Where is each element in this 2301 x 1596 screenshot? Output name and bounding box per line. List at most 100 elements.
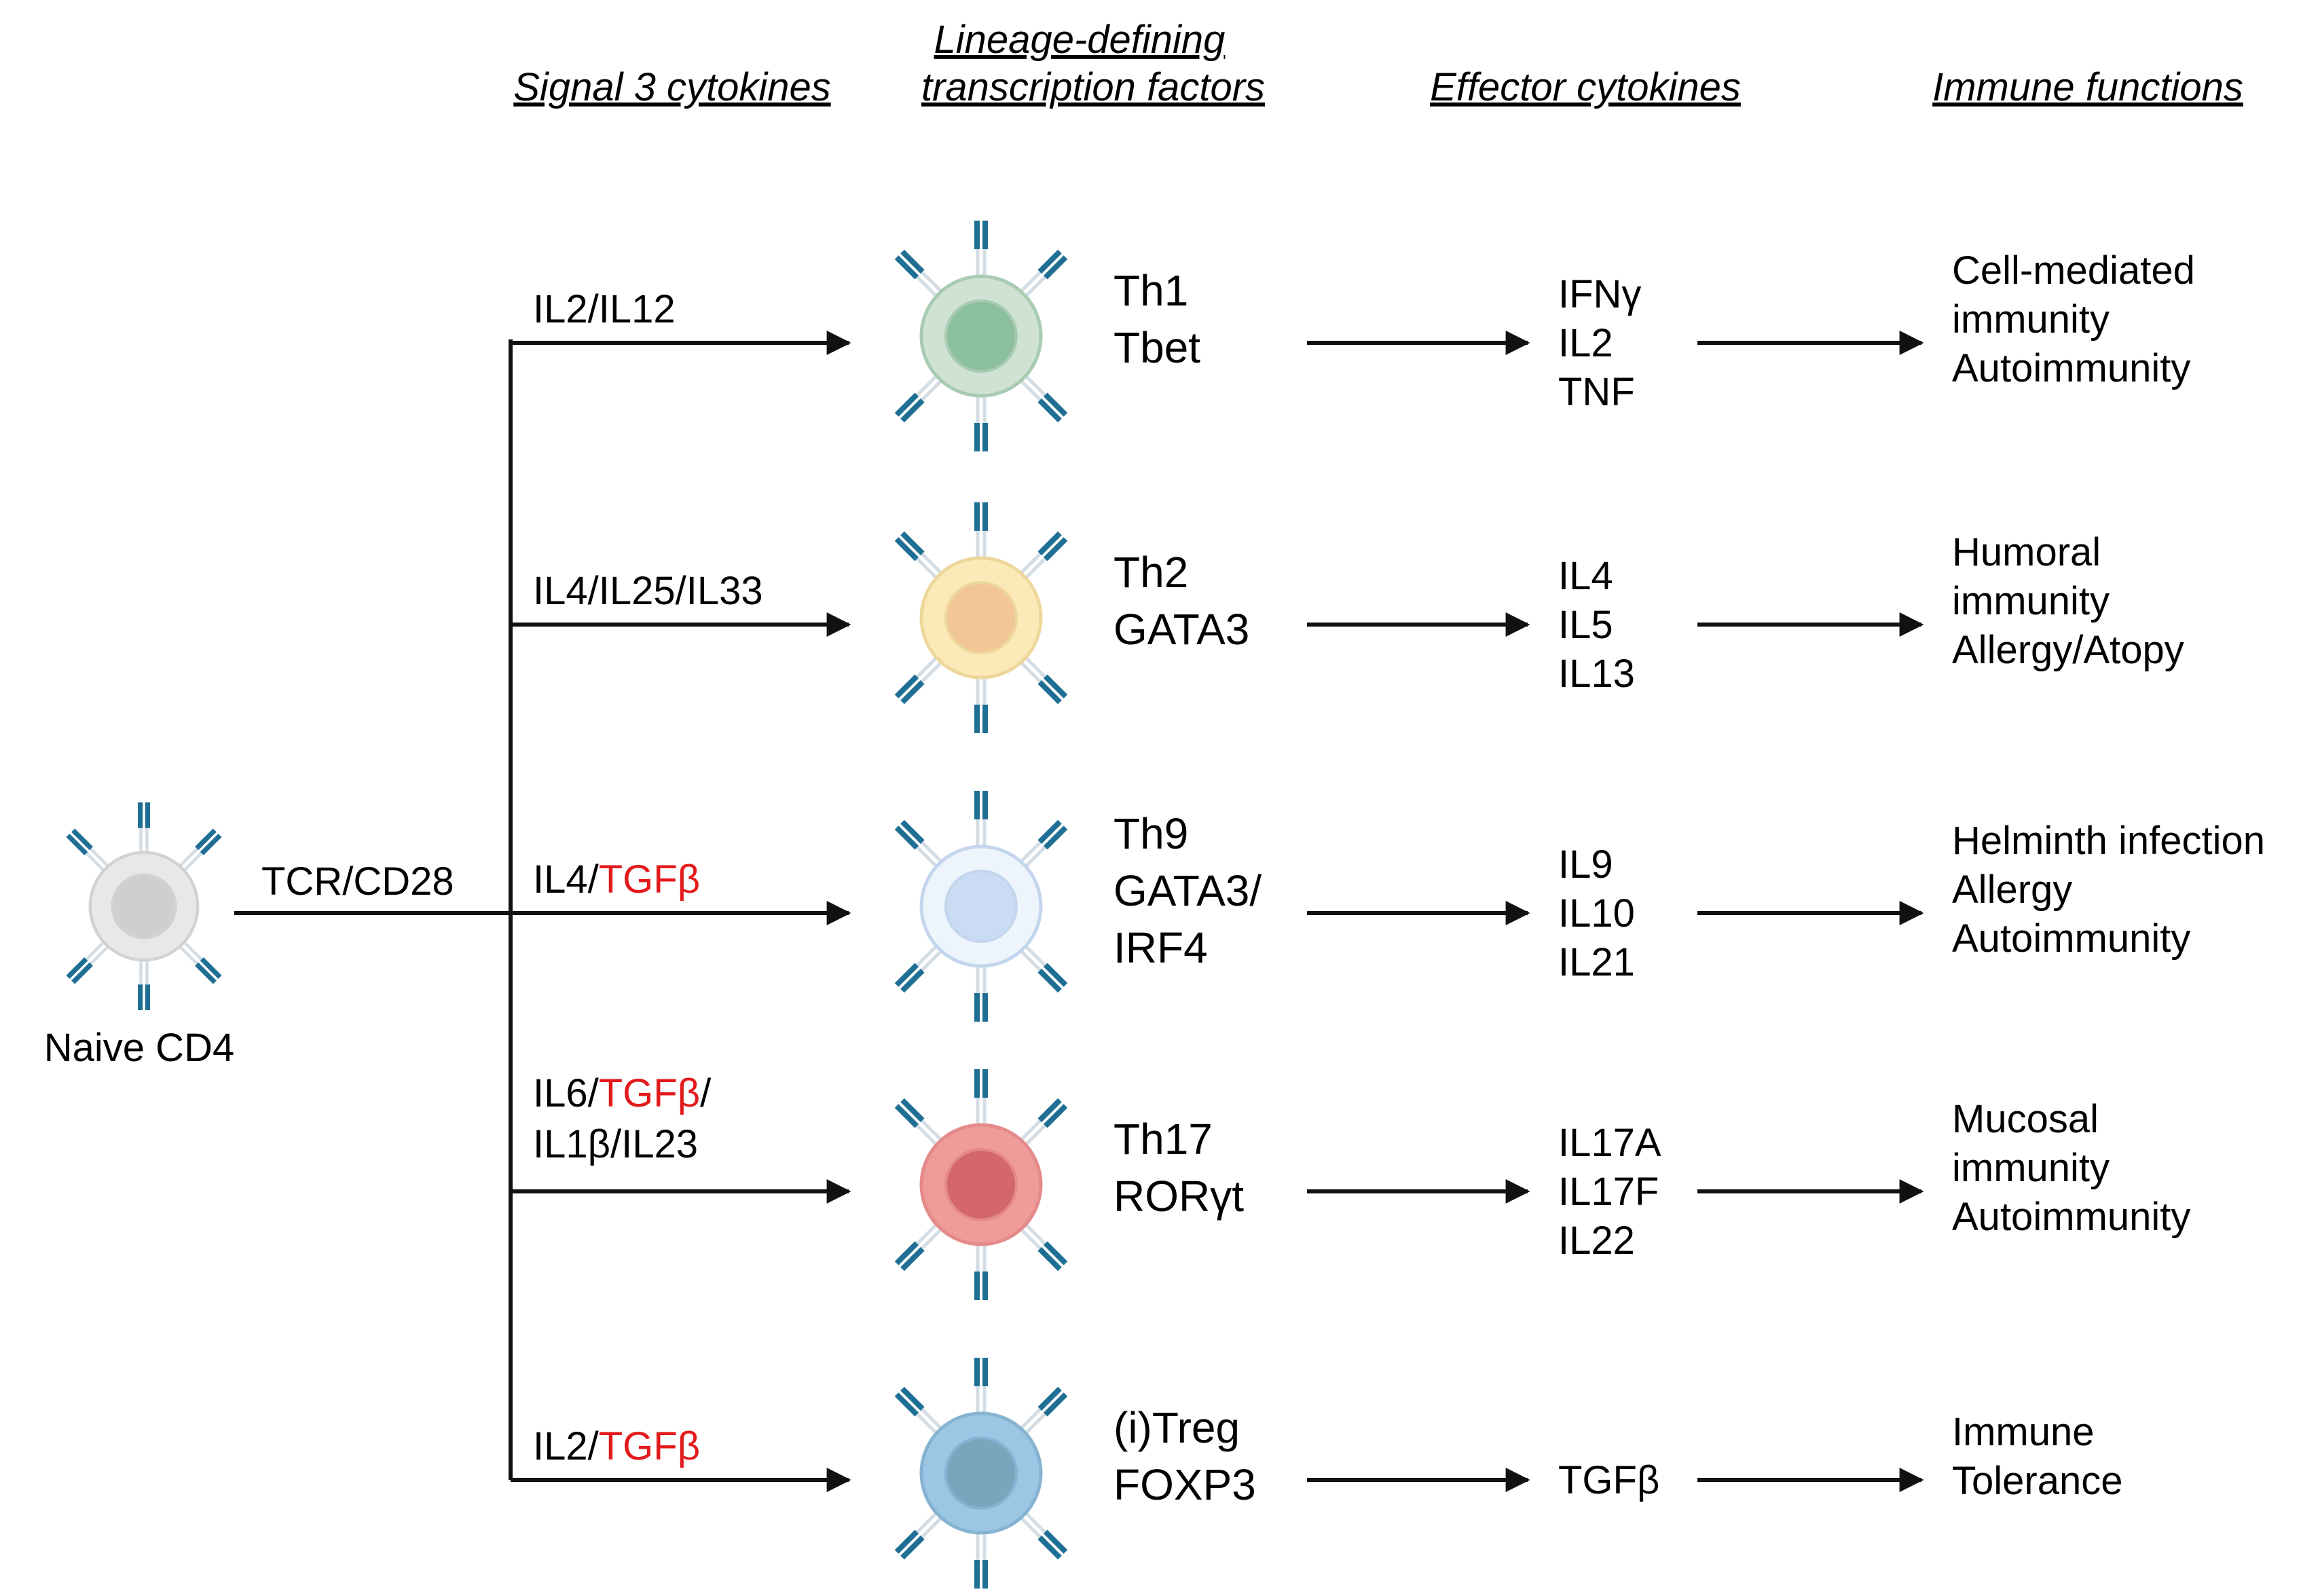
naive-cd4-cell-icon (66, 802, 222, 1010)
receptor-icon (974, 1358, 988, 1416)
lineage-name-tf: Th2 (1113, 548, 1188, 597)
receptor-icon (177, 939, 222, 984)
receptor-icon (1018, 531, 1068, 581)
receptor-icon (894, 249, 944, 299)
signal-cytokines-label-line2: IL1β/IL23 (533, 1122, 698, 1166)
cell-nucleus (944, 870, 1018, 943)
effector-cytokine: IL17A (1558, 1121, 1661, 1165)
receptor-icon (894, 943, 944, 993)
effector-cytokine: IL17F (1558, 1170, 1659, 1214)
immune-function: Autoimmunity (1952, 916, 2190, 961)
immune-function: Allergy/Atopy (1952, 628, 2184, 672)
receptor-icon (177, 828, 222, 874)
receptor-icon (974, 1069, 988, 1128)
effector-cytokine: TNF (1558, 370, 1635, 414)
cell-nucleus (111, 873, 177, 940)
immune-function: immunity (1952, 579, 2110, 623)
cell-icon (894, 1069, 1068, 1300)
receptor-icon (137, 957, 151, 1010)
receptor-icon (974, 221, 988, 279)
effector-cytokine: IL13 (1558, 652, 1635, 696)
receptor-icon (894, 1510, 944, 1560)
receptor-icon (974, 1242, 988, 1300)
lineage-name-tf: Tbet (1113, 323, 1200, 372)
immune-function: immunity (1952, 1146, 2110, 1190)
effector-cytokine: IL2 (1558, 321, 1613, 365)
signal-cytokines-label: IL2/IL12 (533, 287, 676, 331)
receptor-icon (894, 1098, 944, 1148)
effector-cytokine: IFNγ (1558, 272, 1641, 316)
receptor-icon (974, 675, 988, 733)
signal-cytokines-label: IL6/TGFβ/ (533, 1071, 712, 1115)
receptor-icon (974, 393, 988, 451)
effector-cytokine: IL22 (1558, 1219, 1635, 1263)
signal-cytokines-label: IL4/IL25/IL33 (533, 569, 763, 613)
receptor-icon (66, 828, 111, 874)
effector-cytokine: IL4 (1558, 554, 1613, 598)
immune-function: Humoral (1952, 530, 2101, 574)
cell-nucleus (944, 299, 1018, 373)
receptor-icon (1018, 1386, 1068, 1436)
immune-function: Autoimmunity (1952, 346, 2190, 390)
effector-cytokine: IL21 (1558, 940, 1635, 984)
receptor-icon (894, 1221, 944, 1272)
receptor-icon (894, 654, 944, 705)
receptor-icon (894, 373, 944, 423)
lineage-name-tf: Th1 (1113, 266, 1188, 315)
cell-nucleus (944, 1148, 1018, 1221)
signal-cytokines-label: IL2/TGFβ (533, 1424, 700, 1468)
receptor-icon (1018, 1221, 1068, 1272)
receptor-icon (974, 1530, 988, 1589)
effector-cytokine: TGFβ (1558, 1458, 1659, 1502)
header-effector: Effector cytokines (1430, 65, 1741, 109)
header-signal3: Signal 3 cytokines (513, 65, 830, 109)
receptor-icon (894, 1386, 944, 1436)
immune-function: Helminth infection (1952, 819, 2265, 863)
receptor-icon (137, 802, 151, 855)
lineage-name-tf: (i)Treg (1113, 1403, 1240, 1452)
cell-icon (894, 502, 1068, 733)
cell-icon (894, 791, 1068, 1022)
effector-cytokine: IL9 (1558, 842, 1613, 887)
immune-function: Autoimmunity (1952, 1195, 2190, 1239)
immune-function: Allergy (1952, 868, 2072, 912)
lineage-name-tf: GATA3 (1113, 605, 1249, 654)
receptor-icon (1018, 1098, 1068, 1148)
effector-cytokine: IL5 (1558, 603, 1613, 647)
lineage-name-tf: Th9 (1113, 809, 1188, 858)
receptor-icon (1018, 819, 1068, 870)
immune-function: Immune (1952, 1410, 2095, 1454)
receptor-icon (974, 963, 988, 1022)
receptor-icon (1018, 249, 1068, 299)
lineage-name-tf: IRF4 (1113, 923, 1208, 972)
lineage-name-tf: GATA3/ (1113, 866, 1262, 915)
lineage-name-tf: RORγt (1113, 1172, 1244, 1221)
naive-cd4-label: Naive CD4 (44, 1026, 234, 1070)
lineage-name-tf: FOXP3 (1113, 1460, 1256, 1509)
cell-nucleus (944, 581, 1018, 654)
tcr-cd28-label: TCR/CD28 (261, 859, 454, 904)
cell-icon (894, 221, 1068, 451)
cell-icon (894, 1358, 1068, 1589)
receptor-icon (1018, 1510, 1068, 1560)
receptor-icon (1018, 943, 1068, 993)
lineage-name-tf: Th17 (1113, 1115, 1213, 1164)
cell-nucleus (944, 1436, 1018, 1510)
receptor-icon (974, 502, 988, 561)
signal-cytokines-label: IL4/TGFβ (533, 857, 700, 902)
header-tf-line2: transcription factors (921, 65, 1265, 109)
effector-cytokine: IL10 (1558, 891, 1635, 935)
receptor-icon (894, 819, 944, 870)
receptor-icon (66, 939, 111, 984)
header-functions: Immune functions (1932, 65, 2243, 109)
immune-function: Tolerance (1952, 1459, 2122, 1503)
immune-function: Cell-mediated (1952, 248, 2195, 293)
header-tf-line1: Lineage-defining (934, 18, 1226, 62)
receptor-icon (974, 791, 988, 849)
